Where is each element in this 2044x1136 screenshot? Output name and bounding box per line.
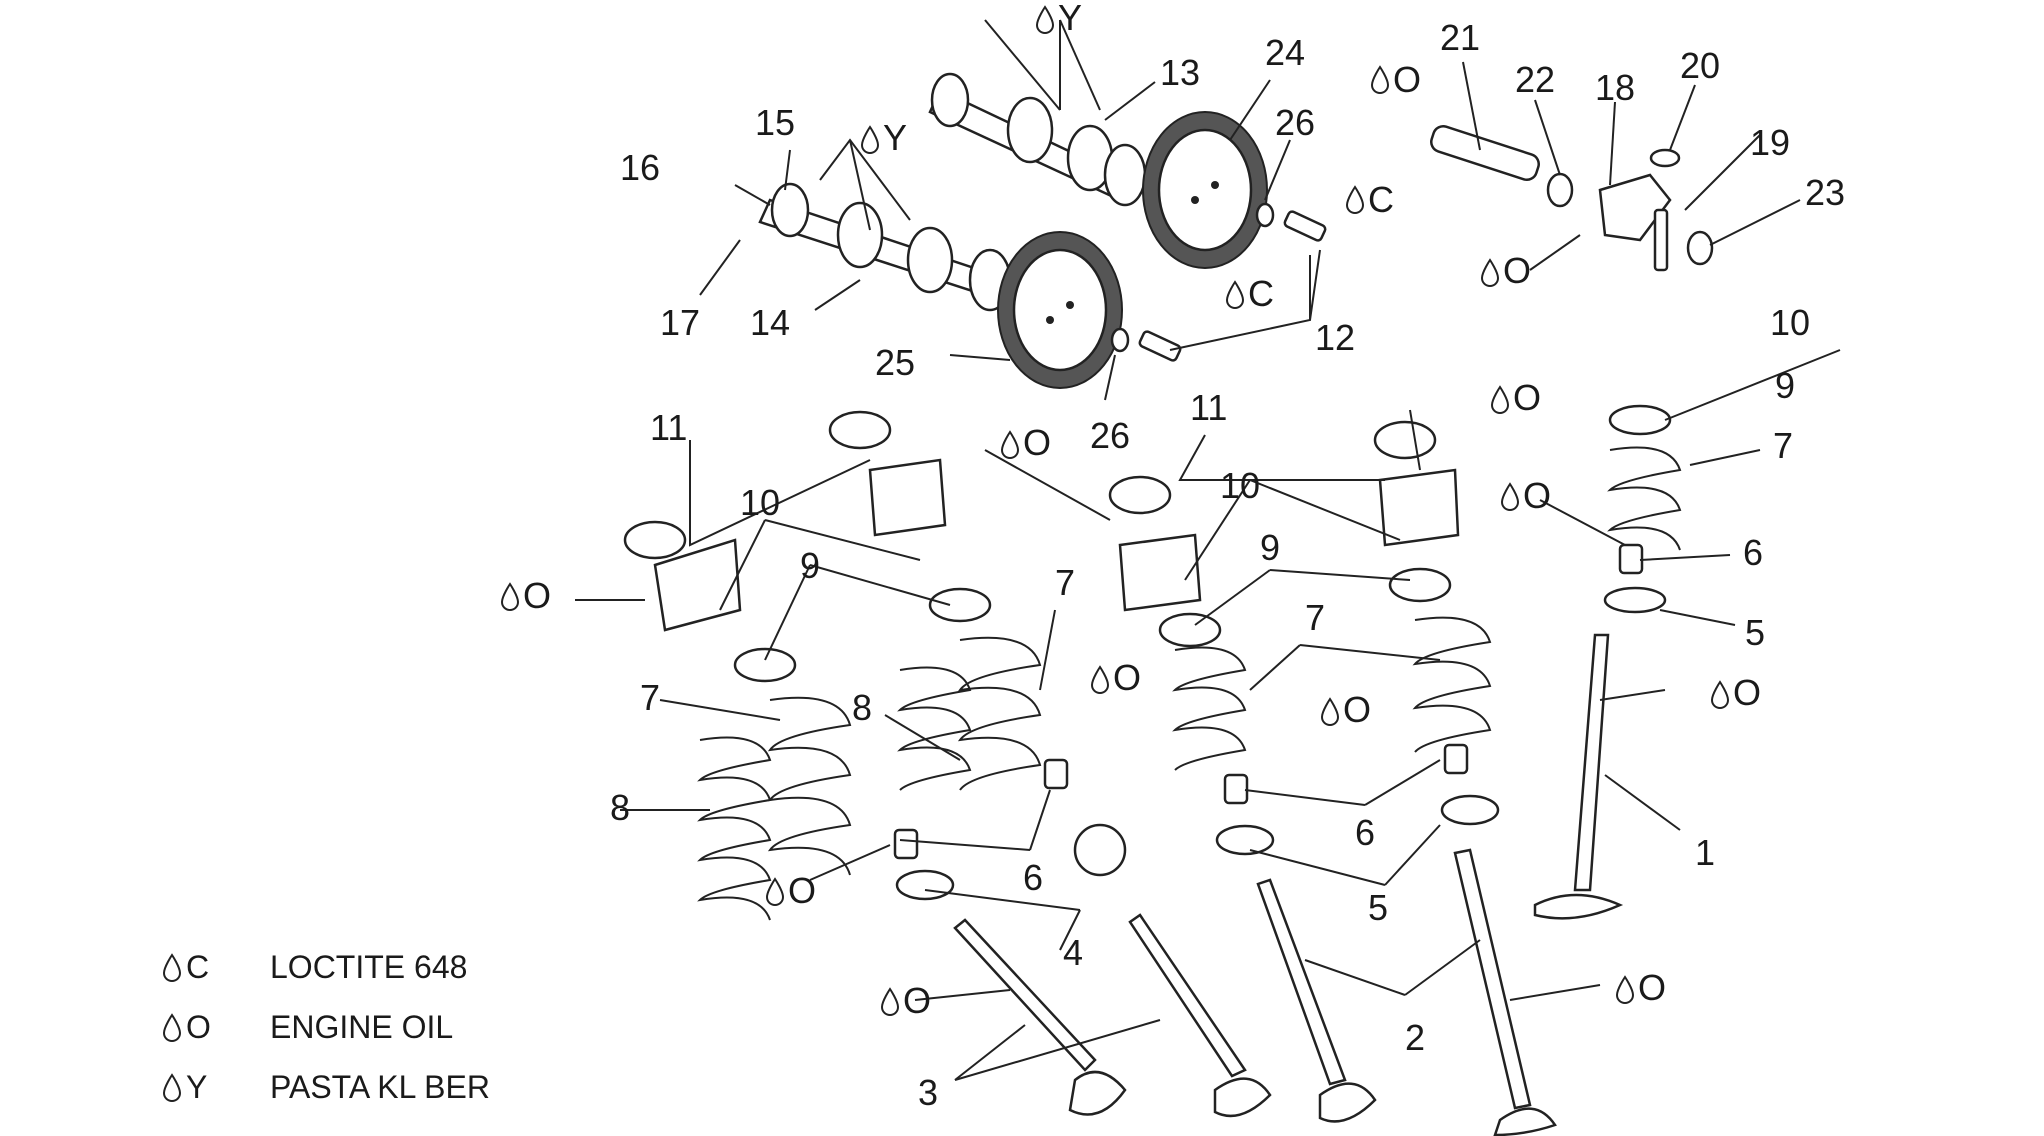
gear-bolts [1110, 202, 1327, 362]
callout-7a: 7 [640, 677, 660, 718]
symbol-o: O [1503, 250, 1531, 291]
drop-icon [163, 1074, 181, 1102]
callout-21: 21 [1440, 17, 1480, 58]
legend-row-loctite: C LOCTITE 648 [163, 949, 467, 985]
drop-icon [163, 954, 181, 982]
symbol-c: C [1368, 179, 1394, 220]
callout-5a: 5 [1368, 887, 1388, 928]
symbol-o: O [1393, 59, 1421, 100]
legend-row-engine-oil: O ENGINE OIL [163, 1009, 453, 1045]
callout-17: 17 [660, 302, 700, 343]
drop-icon [1711, 681, 1729, 709]
drop-icon [163, 1014, 181, 1042]
symbol-o: O [523, 575, 551, 616]
cam-gear-upper [1142, 111, 1268, 269]
symbol-o: O [1733, 672, 1761, 713]
callout-9b: 9 [1260, 527, 1280, 568]
cam-gear-lower [997, 231, 1123, 389]
drop-icon [881, 988, 899, 1016]
callout-2: 2 [1405, 1017, 1425, 1058]
legend-label: LOCTITE 648 [270, 949, 467, 985]
camshaft-lower [758, 182, 1012, 312]
callout-6a: 6 [1023, 857, 1043, 898]
drop-icon [1371, 66, 1389, 94]
symbol-o: O [1523, 475, 1551, 516]
callout-10a: 10 [740, 482, 780, 523]
callout-11a: 11 [650, 407, 687, 448]
callout-23: 23 [1805, 172, 1845, 213]
leader-lines [575, 19, 1841, 1081]
legend-label: ENGINE OIL [270, 1009, 453, 1045]
callout-labels: 1 2 3 4 5 5 6 6 6 7 7 7 7 8 8 9 9 9 10 1… [610, 17, 1845, 1113]
callout-12: 12 [1315, 317, 1355, 358]
camshaft-upper [928, 72, 1147, 207]
callout-6c: 6 [1743, 532, 1763, 573]
callout-7d: 7 [1773, 425, 1793, 466]
tappets [623, 410, 1460, 632]
drop-icon [1001, 431, 1019, 459]
legend-code: Y [186, 1069, 207, 1105]
symbol-o: O [1023, 422, 1051, 463]
callout-9a: 9 [800, 545, 820, 586]
drop-icon [1226, 281, 1244, 309]
callout-15: 15 [755, 102, 795, 143]
callout-14: 14 [750, 302, 790, 343]
drop-icon [766, 878, 784, 906]
callout-18: 18 [1595, 67, 1635, 108]
symbol-o: O [788, 870, 816, 911]
callout-20: 20 [1680, 45, 1720, 86]
callout-19: 19 [1750, 122, 1790, 163]
retainers-and-seals [733, 404, 1672, 901]
callout-7c: 7 [1305, 597, 1325, 638]
callout-3: 3 [918, 1072, 938, 1113]
legend-row-pasta: Y PASTA KL BER [163, 1069, 490, 1105]
drop-icon [1036, 6, 1054, 34]
drop-icon [1346, 186, 1364, 214]
callout-13: 13 [1160, 52, 1200, 93]
legend-code: C [186, 949, 209, 985]
callout-24: 24 [1265, 32, 1305, 73]
callout-8b: 8 [852, 687, 872, 728]
tensioner-group [1430, 124, 1714, 272]
legend-label: PASTA KL BER [270, 1069, 490, 1105]
legend: C LOCTITE 648 O ENGINE OIL Y PASTA KL BE… [163, 949, 490, 1105]
callout-16: 16 [620, 147, 660, 188]
symbol-c: C [1248, 273, 1274, 314]
callout-11b: 11 [1190, 387, 1227, 428]
drop-icon [1501, 483, 1519, 511]
lubricant-symbols: Y Y O C C O O O O O O O O O O O [501, 0, 1761, 1021]
drop-icon [1481, 259, 1499, 287]
symbol-y: Y [1058, 0, 1082, 38]
callout-7b: 7 [1055, 562, 1075, 603]
drop-icon [1616, 976, 1634, 1004]
callout-10c: 10 [1770, 302, 1810, 343]
valves [953, 633, 1624, 1136]
callout-26b: 26 [1090, 415, 1130, 456]
valve-springs [697, 446, 1682, 921]
callout-8a: 8 [610, 787, 630, 828]
callout-1: 1 [1695, 832, 1715, 873]
callout-6b: 6 [1355, 812, 1375, 853]
drop-icon [1491, 386, 1509, 414]
callout-5b: 5 [1745, 612, 1765, 653]
symbol-o: O [1343, 689, 1371, 730]
symbol-o: O [903, 980, 931, 1021]
callout-25: 25 [875, 342, 915, 383]
callout-22: 22 [1515, 59, 1555, 100]
callout-9c: 9 [1775, 365, 1795, 406]
callout-10b: 10 [1220, 465, 1260, 506]
symbol-o: O [1513, 377, 1541, 418]
drop-icon [861, 126, 879, 154]
callout-4: 4 [1063, 932, 1083, 973]
drop-icon [1321, 698, 1339, 726]
symbol-o: O [1638, 967, 1666, 1008]
drop-icon [1091, 666, 1109, 694]
legend-code: O [186, 1009, 211, 1045]
drop-icon [501, 583, 519, 611]
symbol-o: O [1113, 657, 1141, 698]
symbol-y: Y [883, 117, 907, 158]
callout-26a: 26 [1275, 102, 1315, 143]
